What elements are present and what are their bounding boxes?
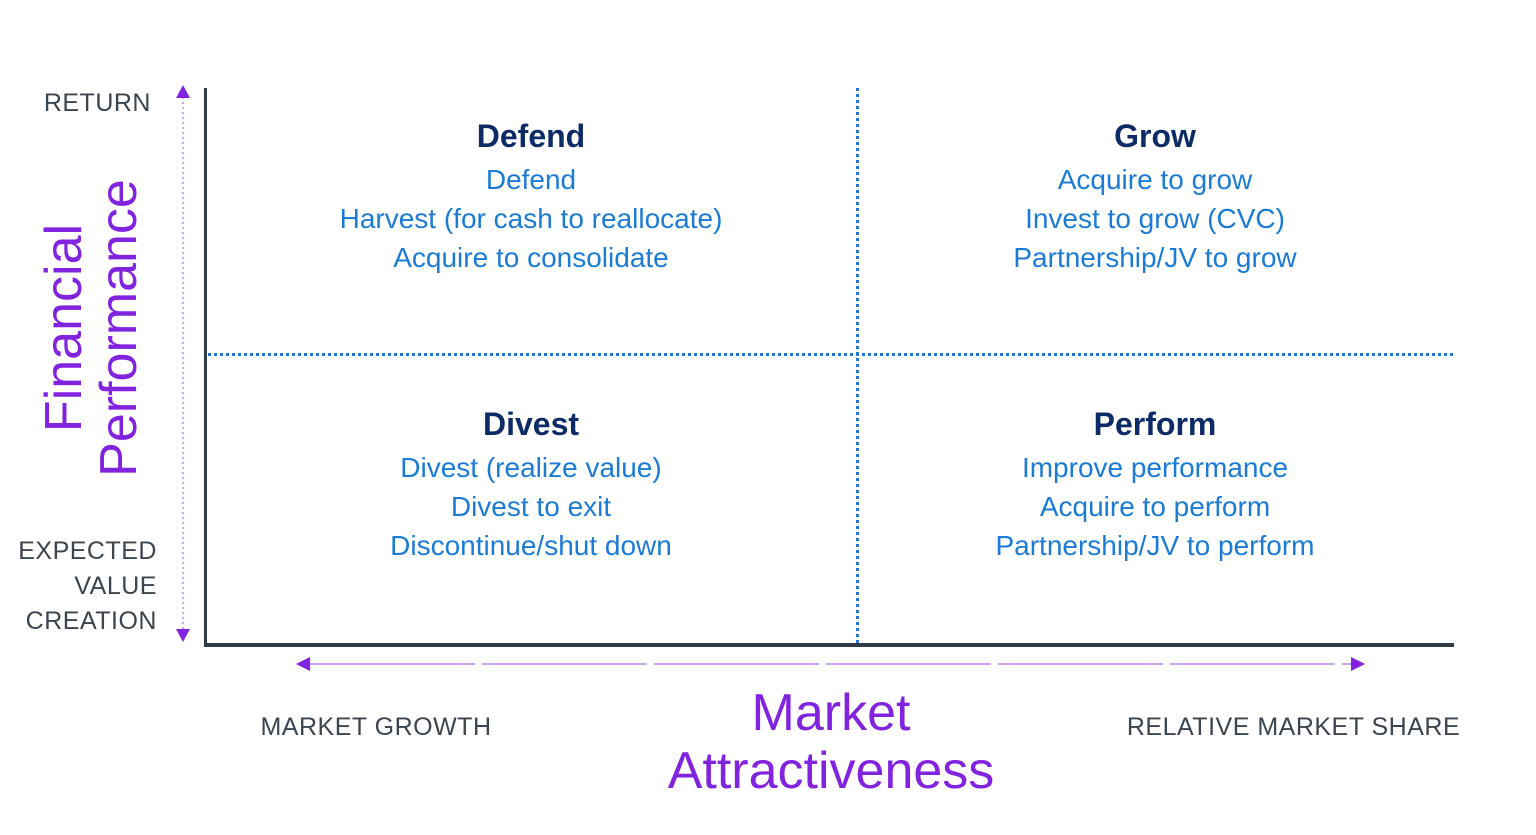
quadrant-item: Defend — [485, 164, 577, 195]
y-axis-line — [204, 88, 207, 647]
y-axis-bottom-label-line3: CREATION — [25, 607, 157, 635]
quadrant-item: Discontinue/shut down — [390, 530, 672, 561]
y-axis-title-line1: Financial — [35, 223, 93, 433]
quadrant-item: Divest (realize value) — [400, 452, 662, 483]
quadrant-item: Invest to grow (CVC) — [1025, 203, 1285, 234]
arrow-down-icon — [176, 629, 190, 642]
quadrant-grow: Grow Acquire to grow Invest to grow (CVC… — [857, 112, 1453, 277]
x-axis-left-label: MARKET GROWTH — [260, 713, 492, 741]
y-axis-arrow-line — [182, 97, 184, 630]
y-axis-title-line2: Performance — [90, 179, 148, 477]
y-axis-bottom-label-line1: EXPECTED — [18, 537, 157, 565]
vertical-midline-dotted — [856, 88, 859, 643]
quadrant-item: Partnership/JV to perform — [995, 530, 1315, 561]
x-axis-title: Market Attractiveness — [631, 684, 1031, 800]
arrow-up-icon — [176, 85, 190, 98]
x-axis-line — [204, 643, 1454, 647]
x-axis-title-line2: Attractiveness — [667, 742, 995, 800]
quadrant-divest: Divest Divest (realize value) Divest to … — [205, 400, 857, 565]
quadrant-title: Grow — [1114, 118, 1196, 154]
y-axis-bottom-label: EXPECTED VALUE CREATION — [0, 534, 157, 639]
y-axis-top-label: RETURN — [43, 89, 151, 117]
y-axis-bottom-label-line2: VALUE — [74, 572, 157, 600]
quadrant-title: Divest — [482, 406, 580, 442]
quadrant-title: Perform — [1093, 406, 1217, 442]
quadrant-perform: Perform Improve performance Acquire to p… — [857, 400, 1453, 565]
x-axis-title-line1: Market — [751, 684, 911, 742]
x-axis-right-label: RELATIVE MARKET SHARE — [1126, 713, 1461, 741]
arrow-right-icon — [1351, 657, 1365, 671]
quadrant-item: Harvest (for cash to reallocate) — [339, 203, 723, 234]
quadrant-item: Divest to exit — [450, 491, 612, 522]
x-axis-arrow-line — [310, 663, 1352, 665]
quadrant-item: Acquire to perform — [1039, 491, 1271, 522]
y-axis-title: Financial Performance — [35, 168, 153, 488]
arrow-left-icon — [296, 657, 310, 671]
horizontal-midline-dotted — [208, 353, 1454, 356]
quadrant-item: Partnership/JV to grow — [1013, 242, 1297, 273]
quadrant-item: Acquire to grow — [1057, 164, 1253, 195]
quadrant-title: Defend — [476, 118, 586, 154]
quadrant-item: Acquire to consolidate — [393, 242, 669, 273]
quadrant-item: Improve performance — [1021, 452, 1289, 483]
quadrant-defend: Defend Defend Harvest (for cash to reall… — [205, 112, 857, 277]
